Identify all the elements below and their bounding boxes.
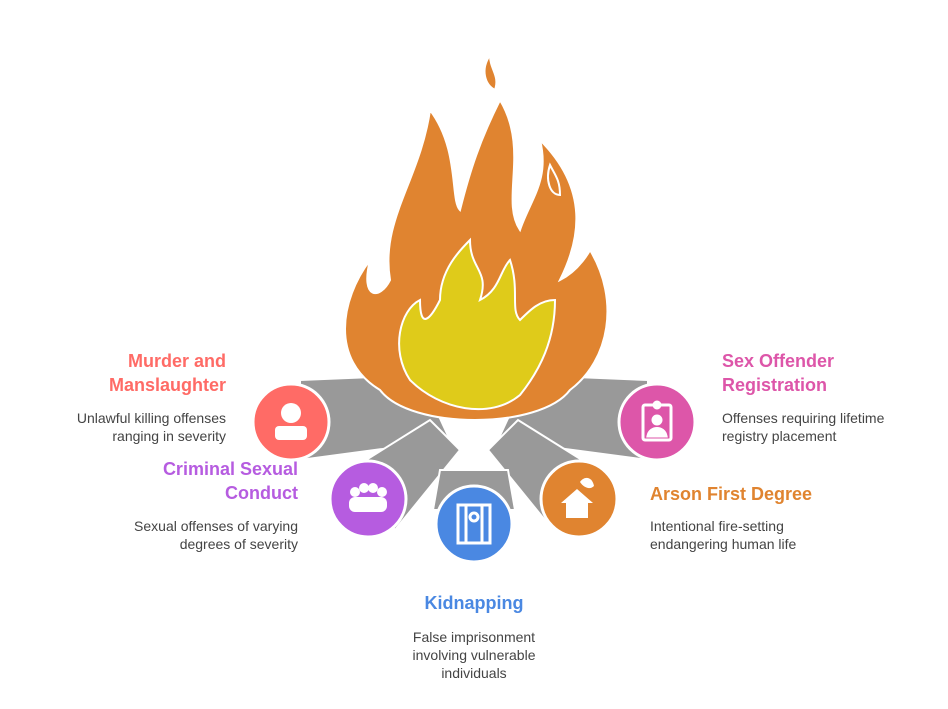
burning-house-icon	[561, 477, 594, 518]
flame	[344, 51, 609, 421]
prisoner-bars-icon	[456, 503, 492, 545]
masked-criminal-icon	[275, 403, 307, 440]
kidnapping-circle[interactable]	[434, 484, 514, 564]
id-badge-icon	[641, 400, 673, 442]
kidnapping-title: Kidnapping	[424, 593, 524, 613]
brass-knuckles-icon	[349, 483, 387, 512]
arson-title: Arson First Degree	[650, 484, 813, 504]
